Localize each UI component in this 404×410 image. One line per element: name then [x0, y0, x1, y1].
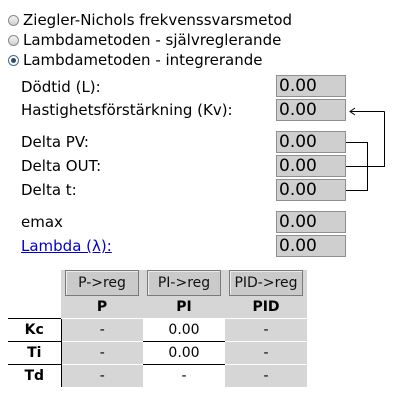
speed-gain-field[interactable]: 0.00 [276, 99, 346, 121]
delta-pv-label: Delta PV: [21, 133, 89, 151]
delta-pv-field[interactable]: 0.00 [276, 131, 346, 153]
pid-reg-button[interactable]: PID->reg [229, 270, 303, 296]
method-label: Lambdametoden - självreglerande [23, 31, 282, 49]
delta-out-label: Delta OUT: [21, 157, 102, 175]
lambda-field[interactable]: 0.00 [276, 235, 346, 257]
method-label: Ziegler-Nichols frekvenssvarsmetod [23, 11, 293, 29]
delta-out-field[interactable]: 0.00 [276, 155, 346, 177]
delta-t-field[interactable]: 0.00 [276, 179, 346, 201]
ti-p-value: - [61, 341, 143, 365]
method-option-lambda-self-regulating[interactable]: Lambdametoden - självreglerande [8, 31, 281, 49]
method-option-lambda-integrating[interactable]: Lambdametoden - integrerande [8, 51, 263, 69]
column-header-p: P [61, 296, 143, 319]
method-label: Lambdametoden - integrerande [23, 51, 263, 69]
lambda-link[interactable]: Lambda (λ): [21, 237, 112, 255]
column-header-pid: PID [225, 296, 307, 319]
table-row-kc: Kc - 0.00 - [8, 318, 307, 342]
td-pi-value: - [143, 364, 225, 387]
dead-time-field[interactable]: 0.00 [276, 75, 346, 97]
p-reg-button[interactable]: P->reg [65, 270, 139, 296]
row-label: Ti [8, 341, 62, 365]
pi-reg-button[interactable]: PI->reg [147, 270, 221, 296]
table-row-td: Td - - - [8, 364, 307, 387]
emax-label: emax [21, 213, 63, 231]
radio-button[interactable] [8, 14, 19, 26]
td-pid-value: - [225, 364, 307, 387]
kc-p-value: - [61, 318, 143, 342]
kc-pi-value: 0.00 [143, 318, 225, 342]
delta-t-label: Delta t: [21, 181, 77, 199]
row-label: Td [8, 364, 62, 387]
ti-pi-value: 0.00 [143, 341, 225, 365]
emax-field[interactable]: 0.00 [276, 211, 346, 233]
row-label: Kc [8, 318, 62, 342]
td-p-value: - [61, 364, 143, 387]
radio-button-selected[interactable] [8, 54, 19, 66]
radio-button[interactable] [8, 34, 19, 46]
ti-pid-value: - [225, 341, 307, 365]
kc-pid-value: - [225, 318, 307, 342]
column-header-pi: PI [143, 296, 225, 319]
method-option-ziegler-nichols[interactable]: Ziegler-Nichols frekvenssvarsmetod [8, 11, 292, 29]
dead-time-label: Dödtid (L): [21, 78, 101, 96]
table-row-ti: Ti - 0.00 - [8, 341, 307, 365]
speed-gain-label: Hastighetsförstärkning (Kv): [21, 101, 233, 119]
results-table: P->reg PI->reg PID->reg P PI PID Kc - 0.… [8, 270, 307, 387]
